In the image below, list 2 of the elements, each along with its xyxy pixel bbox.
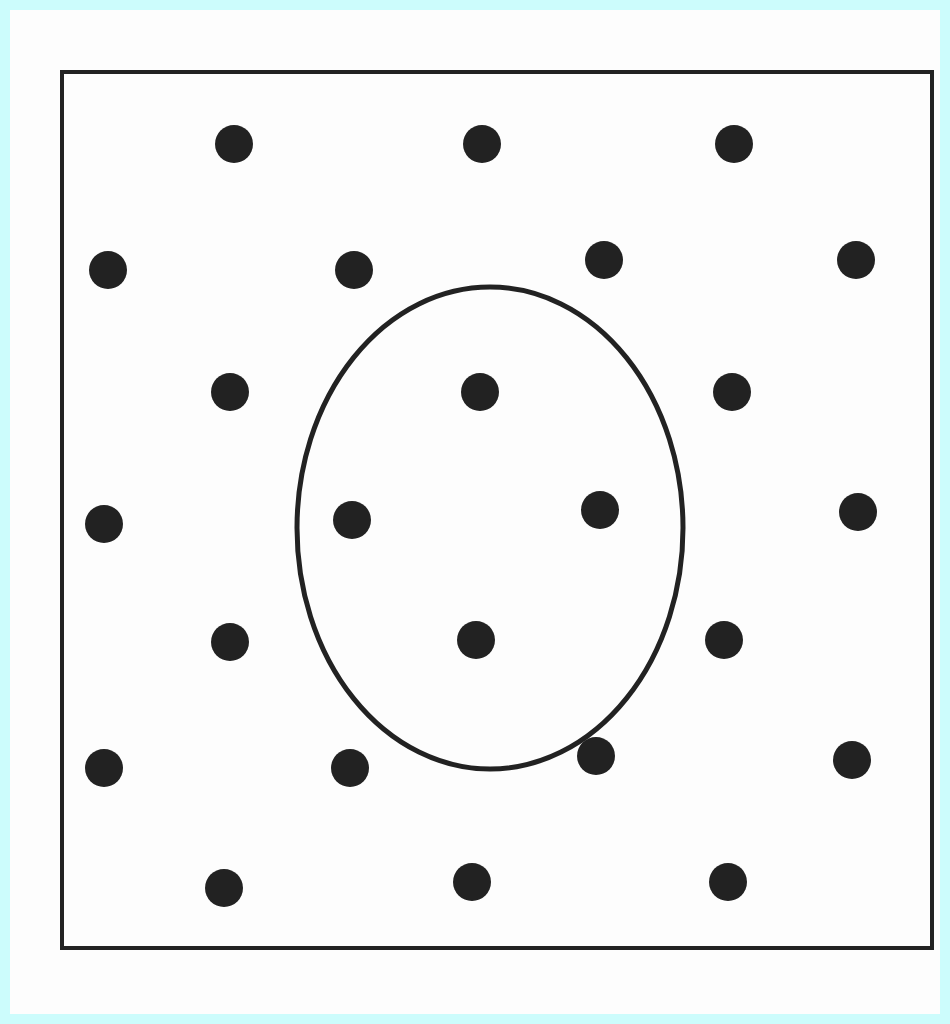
square-frame [60, 70, 934, 950]
oval-outline [294, 284, 686, 772]
